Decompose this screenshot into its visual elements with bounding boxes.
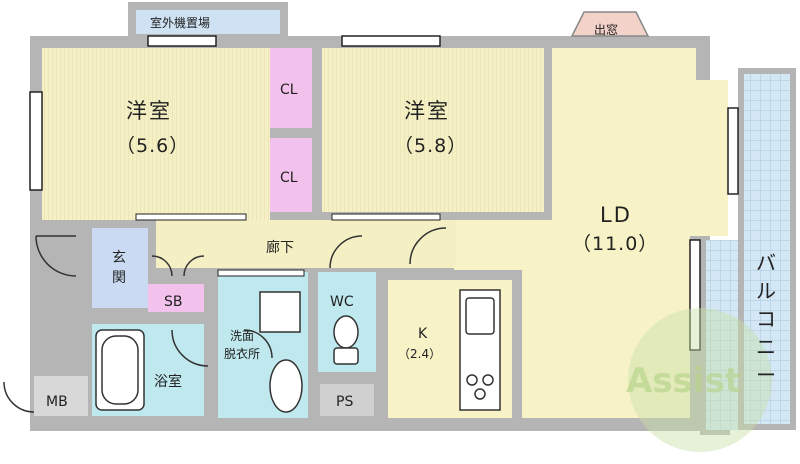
pipe-space-label: PS xyxy=(336,394,353,410)
bay-window-label: 出窓 xyxy=(594,22,618,37)
svg-text:ニ: ニ xyxy=(756,335,776,359)
corridor xyxy=(156,220,456,268)
room-size-western-2: （5.8） xyxy=(394,135,467,157)
room-size-kitchen: （2.4） xyxy=(398,347,441,361)
bay-window xyxy=(570,11,650,37)
bathroom-label: 浴室 xyxy=(154,373,182,390)
western-room-1 xyxy=(42,48,270,220)
shoe-box-label: SB xyxy=(164,294,183,310)
fixtures xyxy=(95,289,501,413)
doors xyxy=(3,227,447,413)
meter-box xyxy=(34,376,88,416)
shoe-box xyxy=(148,284,204,312)
entrance-label-2: 関 xyxy=(112,270,126,286)
outdoor-unit-label: 室外機置場 xyxy=(150,15,210,30)
room-label-western-1: 洋室 xyxy=(126,99,172,123)
toilet-label: WC xyxy=(330,294,354,310)
closet-label-1: CL xyxy=(280,82,298,98)
room-label-kitchen: K xyxy=(418,326,428,342)
room-label-ld: LD xyxy=(600,203,632,227)
meter-box-label: MB xyxy=(46,394,68,410)
entrance xyxy=(92,228,148,308)
watermark-text: Assist xyxy=(626,361,741,401)
closet-2 xyxy=(270,138,312,212)
closet-1 xyxy=(270,48,312,128)
balcony-label: バ ル コ ニ ー xyxy=(756,251,776,387)
room-size-ld: （11.0） xyxy=(572,233,658,255)
living-dining-room xyxy=(454,48,728,418)
svg-text:ー: ー xyxy=(756,363,776,387)
watermark-circle xyxy=(628,308,772,452)
pipe-space xyxy=(320,384,374,416)
svg-text:バ: バ xyxy=(756,251,776,275)
washroom-label-2: 脱衣所 xyxy=(224,346,260,361)
entrance-label-1: 玄 xyxy=(112,249,126,266)
washroom-label-1: 洗面 xyxy=(230,329,254,343)
room-label-western-2: 洋室 xyxy=(404,99,450,123)
windows xyxy=(29,35,739,351)
closet-label-2: CL xyxy=(280,170,298,186)
svg-text:ル: ル xyxy=(756,279,776,303)
corridor-label: 廊下 xyxy=(266,239,294,256)
svg-text:コ: コ xyxy=(756,307,776,331)
room-size-western-1: （5.6） xyxy=(116,135,189,157)
western-room-2 xyxy=(322,48,544,212)
